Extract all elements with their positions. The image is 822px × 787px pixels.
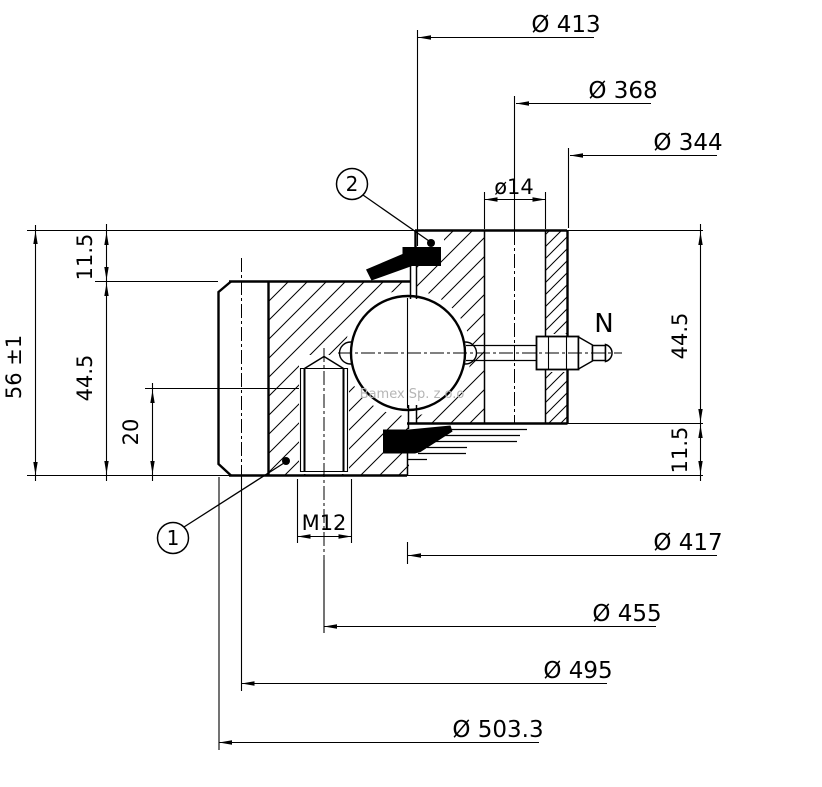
dim-d368: Ø 368 [513, 78, 658, 423]
callout-1: 1 [156, 457, 290, 555]
dim-label-h44-5-left: 44.5 [73, 355, 97, 402]
m12-thread-hole [299, 348, 349, 633]
dim-label-h56: 56 ±1 [2, 335, 26, 399]
dim-label-d344: Ø 344 [653, 130, 722, 156]
upper-seal [366, 247, 441, 281]
dim-h11-5-right: 11.5 [668, 425, 703, 474]
dim-label-d417: Ø 417 [653, 530, 722, 556]
dim-label-h44-5-right: 44.5 [668, 313, 692, 360]
grease-port-label: N [594, 309, 613, 339]
lower-seal [383, 425, 527, 461]
dim-d455: Ø 455 [324, 601, 662, 629]
dim-label-h11-5-right: 11.5 [668, 427, 692, 474]
dim-d495: Ø 495 [240, 476, 613, 691]
dim-label-d368: Ø 368 [588, 78, 657, 104]
dim-h11-5-left: 11.5 [73, 224, 109, 481]
dim-h20: 20 [119, 383, 155, 481]
dim-d413: Ø 413 [416, 12, 601, 246]
ring-outlines [229, 229, 569, 477]
dim-label-d14: ø14 [494, 175, 534, 199]
dim-m12: M12 [296, 479, 353, 543]
dim-d344: Ø 344 [567, 130, 723, 228]
dim-d417: Ø 417 [406, 530, 723, 564]
callout-2-number: 2 [346, 172, 359, 196]
dim-h44-5-left: 44.5 [73, 283, 109, 474]
callout-1-number: 1 [167, 526, 180, 550]
dim-label-h20: 20 [119, 419, 143, 446]
dim-d503: Ø 503.3 [218, 477, 544, 750]
dim-label-m12: M12 [302, 511, 347, 535]
outer-ring-flange [217, 258, 270, 477]
dim-label-d413: Ø 413 [531, 12, 600, 38]
dim-h44-5-right: 44.5 [668, 224, 703, 481]
dim-label-h11-5-left: 11.5 [73, 234, 97, 281]
watermark: Bamex Sp. z o.o [360, 387, 465, 402]
dim-label-d455: Ø 455 [592, 601, 661, 627]
callout-2: 2 [335, 167, 435, 247]
dim-label-d503: Ø 503.3 [452, 717, 543, 743]
dim-d14: ø14 [483, 175, 547, 229]
dim-h56: 56 ±1 [2, 225, 38, 481]
dim-label-d495: Ø 495 [543, 658, 612, 684]
grease-nipple [338, 335, 622, 371]
